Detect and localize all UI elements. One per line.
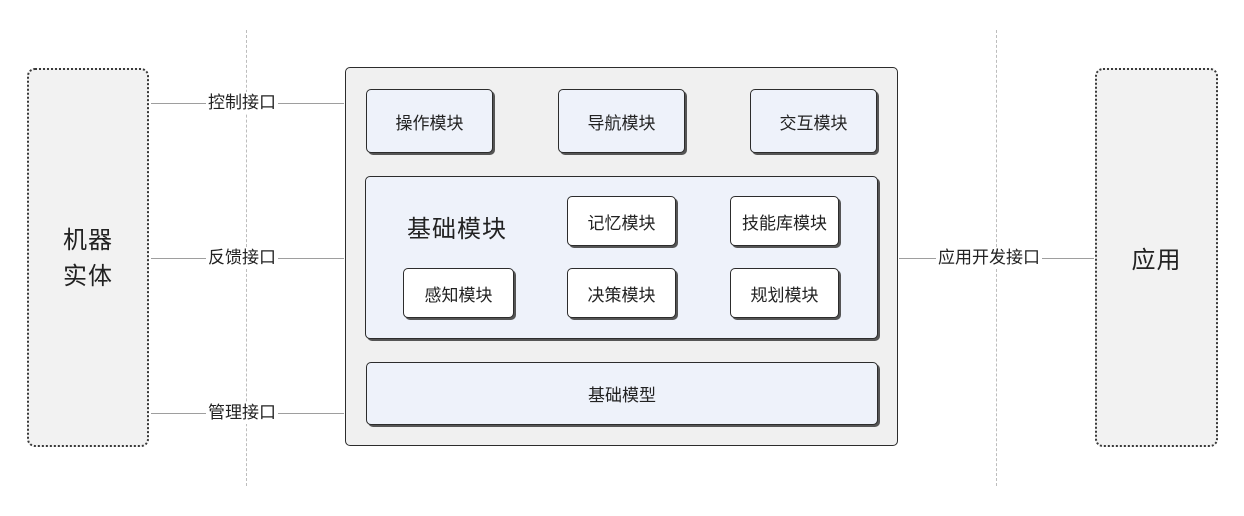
planning-module: 规划模块 (730, 268, 839, 318)
interaction-module: 交互模块 (750, 89, 877, 153)
app-dev-interface-label: 应用开发接口 (936, 247, 1042, 269)
machine-entity-box: 机器实体 (27, 68, 149, 447)
application-box: 应用 (1095, 68, 1218, 447)
skill-library-module: 技能库模块 (730, 196, 839, 246)
base-modules-title: 基础模块 (407, 215, 507, 243)
decision-module: 决策模块 (567, 268, 676, 318)
operation-module: 操作模块 (366, 89, 493, 153)
control-interface-label: 控制接口 (206, 92, 278, 114)
memory-module: 记忆模块 (567, 196, 676, 246)
navigation-module: 导航模块 (558, 89, 685, 153)
management-interface-label: 管理接口 (206, 402, 278, 424)
perception-module: 感知模块 (403, 268, 514, 318)
application-label: 应用 (1131, 246, 1182, 274)
foundation-model-module: 基础模型 (366, 362, 878, 425)
feedback-interface-label: 反馈接口 (206, 247, 278, 269)
machine-entity-label: 机器实体 (63, 225, 113, 290)
